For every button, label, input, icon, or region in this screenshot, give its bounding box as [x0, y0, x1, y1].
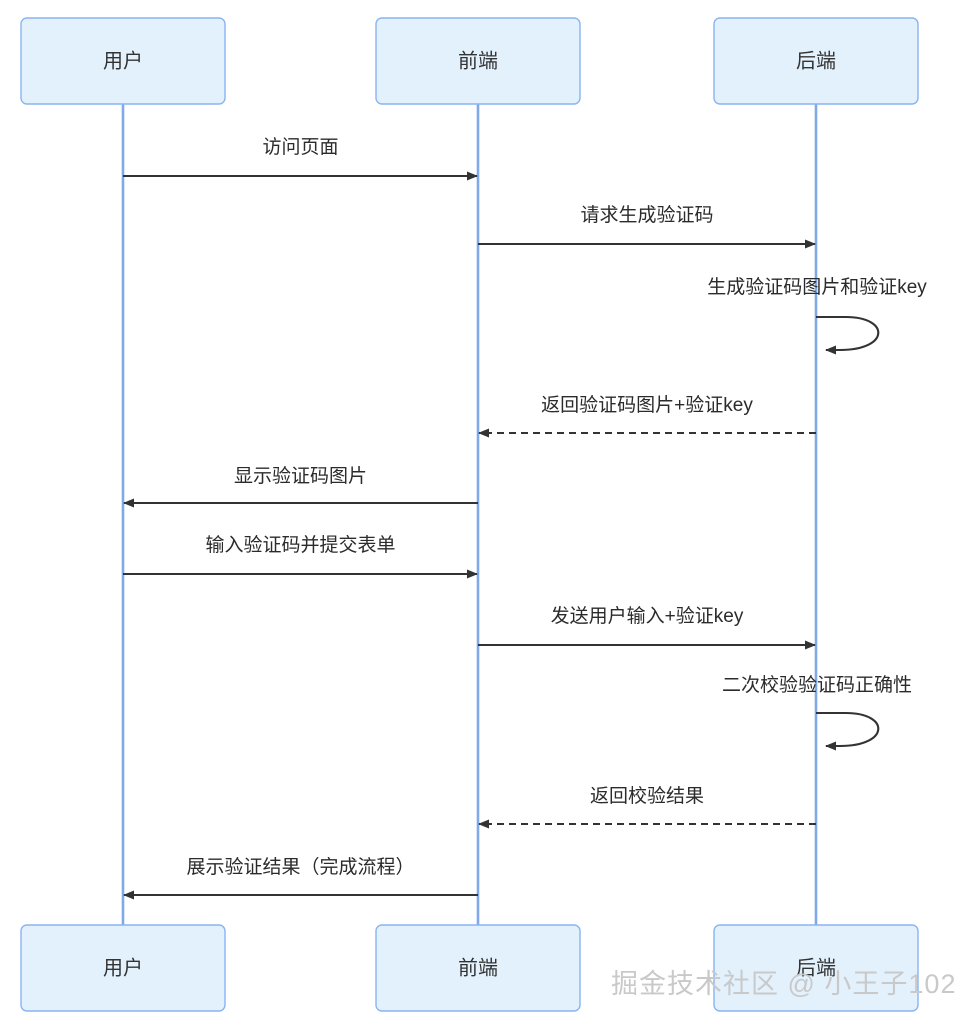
message-10-call[interactable]: 展示验证结果（完成流程） [123, 856, 478, 900]
message-label: 生成验证码图片和验证key [707, 276, 927, 298]
participant-box [713, 17, 919, 105]
message-7-call[interactable]: 发送用户输入+验证key [478, 605, 816, 650]
message-label: 访问页面 [262, 136, 338, 158]
participant-box [20, 17, 226, 105]
participant-box [20, 924, 226, 1012]
message-1-call[interactable]: 访问页面 [123, 136, 478, 181]
participant-box [375, 924, 581, 1012]
lifelines-layer [121, 104, 818, 925]
participant-label: 前端 [458, 956, 498, 979]
participant-label: 用户 [103, 49, 143, 72]
message-2-call[interactable]: 请求生成验证码 [478, 204, 816, 249]
participant-box [713, 924, 919, 1012]
message-6-call[interactable]: 输入验证码并提交表单 [123, 534, 478, 579]
participant-bottom-frontend[interactable]: 前端 [375, 924, 581, 1012]
message-8-self[interactable]: 二次校验验证码正确性 [722, 674, 912, 751]
participant-label: 前端 [458, 49, 498, 72]
participant-label: 用户 [103, 956, 143, 979]
message-9-return[interactable]: 返回校验结果 [478, 785, 816, 829]
message-5-call[interactable]: 显示验证码图片 [123, 465, 478, 508]
message-label: 展示验证结果（完成流程） [186, 856, 414, 878]
message-label: 返回校验结果 [590, 785, 704, 807]
self-loop-path [816, 711, 880, 751]
participant-box [375, 17, 581, 105]
message-label: 二次校验验证码正确性 [722, 674, 912, 696]
participant-bottom-backend[interactable]: 后端 [713, 924, 919, 1012]
message-label: 发送用户输入+验证key [551, 605, 744, 627]
participant-bottom-user[interactable]: 用户 [20, 924, 226, 1012]
message-label: 输入验证码并提交表单 [205, 534, 395, 556]
message-3-self[interactable]: 生成验证码图片和验证key [707, 276, 927, 355]
message-label: 显示验证码图片 [234, 465, 367, 487]
self-loop-path [816, 315, 880, 355]
message-4-return[interactable]: 返回验证码图片+验证key [478, 394, 816, 438]
participant-top-frontend[interactable]: 前端 [375, 17, 581, 105]
message-label: 请求生成验证码 [580, 204, 713, 226]
participant-label: 后端 [796, 49, 836, 72]
participant-top-backend[interactable]: 后端 [713, 17, 919, 105]
message-label: 返回验证码图片+验证key [541, 394, 753, 416]
participant-label: 后端 [796, 956, 836, 979]
participant-top-user[interactable]: 用户 [20, 17, 226, 105]
